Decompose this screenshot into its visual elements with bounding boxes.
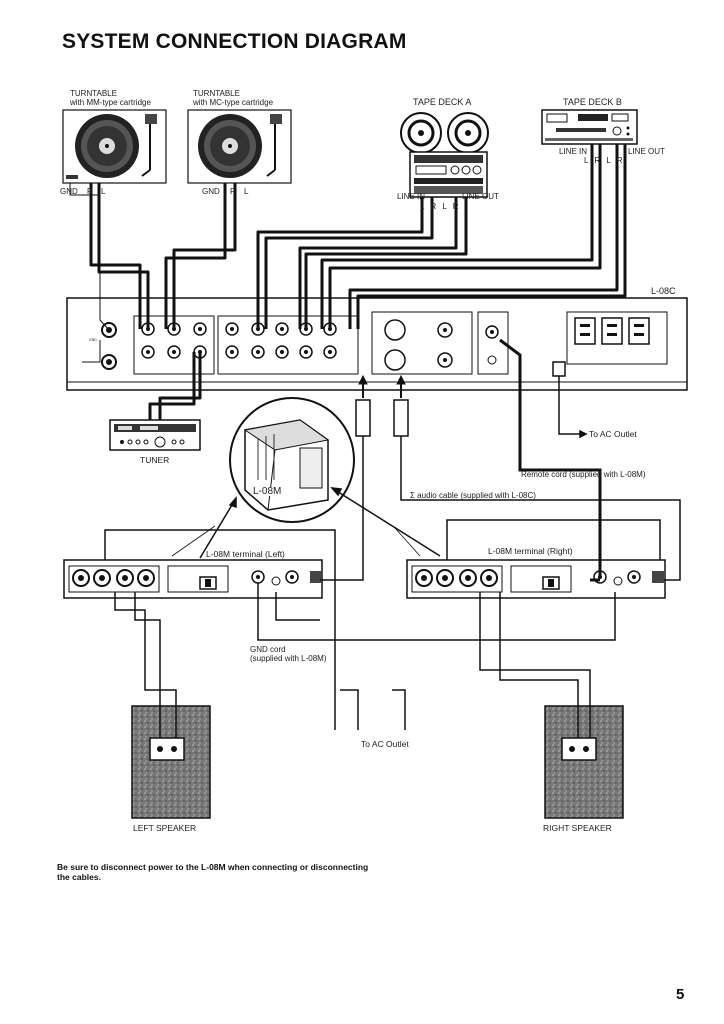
gnd-cord-title: GND cord (250, 645, 286, 654)
turntable-mm-title: TURNTABLE (70, 89, 117, 98)
l08m-terminal-right-panel (406, 559, 666, 599)
gnd-cord-label: GND cord (supplied with L-08M) (250, 645, 326, 663)
tape-deck-a-line-in: LINE IN (397, 192, 426, 201)
tt-mc-l-label: L (244, 187, 249, 196)
amp-rear-panel: GND (66, 297, 688, 391)
speaker-cables (104, 519, 661, 738)
tape-deck-b-name: TAPE DECK B (563, 97, 622, 107)
turntable-mm-label: TURNTABLE with MM-type cartridge (70, 89, 151, 107)
tape-deck-b (541, 109, 638, 145)
inset-label: L-08M (253, 486, 282, 497)
sigma-and-remote-cables (320, 338, 681, 582)
tape-deck-a-name: TAPE DECK A (413, 97, 472, 107)
page-number: 5 (676, 986, 685, 1003)
rca-jacks (141, 322, 337, 359)
terminal-left-label: L-08M terminal (Left) (206, 549, 285, 559)
turntable-mm (62, 109, 167, 184)
gnd-cord-subtitle: (supplied with L-08M) (250, 654, 327, 663)
tt-mm-r-label: R (87, 187, 93, 196)
tape-deck-a-line-out: LINE OUT (462, 192, 499, 201)
turntable-mc-title: TURNTABLE (193, 89, 240, 98)
disconnect-warning: Be sure to disconnect power to the L-08M… (57, 862, 369, 882)
remote-cord-label: Remote cord (supplied with L-08M) (521, 470, 646, 479)
ac-outlet-amp-label: To AC Outlet (589, 429, 637, 439)
left-speaker-label: LEFT SPEAKER (133, 823, 197, 833)
ac-outlet-power-label: To AC Outlet (361, 739, 409, 749)
tuner-label: TUNER (140, 455, 170, 465)
tape-deck-b-lr: L R L R (584, 156, 623, 165)
left-speaker-box (131, 705, 211, 819)
tape-deck-b-line-out: LINE OUT (628, 147, 665, 156)
svg-text:GND: GND (89, 338, 97, 342)
tuner (109, 419, 201, 451)
tt-mc-r-label: R (230, 187, 236, 196)
ac-outlet-cord (558, 376, 588, 439)
l08m-inset (229, 397, 355, 523)
turntable-mc-subtitle: with MC-type cartridge (193, 98, 274, 107)
tape-deck-a-lr: L R L R (420, 202, 459, 211)
amp-model-label: L-08C (651, 286, 676, 296)
terminal-right-label: L-08M terminal (Right) (488, 546, 573, 556)
signal-cables (89, 144, 627, 420)
tape-deck-a (400, 112, 489, 198)
right-speaker-box (544, 705, 624, 819)
turntable-mc-label: TURNTABLE with MC-type cartridge (193, 89, 273, 107)
label-pointers (171, 487, 441, 559)
right-speaker-label: RIGHT SPEAKER (543, 823, 612, 833)
tt-mm-gnd-label: GND (60, 187, 78, 196)
turntable-mc (187, 109, 292, 184)
tt-mc-gnd-label: GND (202, 187, 220, 196)
turntable-mm-subtitle: with MM-type cartridge (70, 98, 151, 107)
l08m-terminal-left-panel (63, 559, 323, 599)
tt-mm-l-label: L (101, 187, 106, 196)
gnd-wires (69, 183, 110, 363)
sigma-cable-label: Σ audio cable (supplied with L-08C) (410, 491, 536, 500)
page-title: SYSTEM CONNECTION DIAGRAM (62, 30, 407, 53)
tape-deck-b-line-in: LINE IN (559, 147, 588, 156)
